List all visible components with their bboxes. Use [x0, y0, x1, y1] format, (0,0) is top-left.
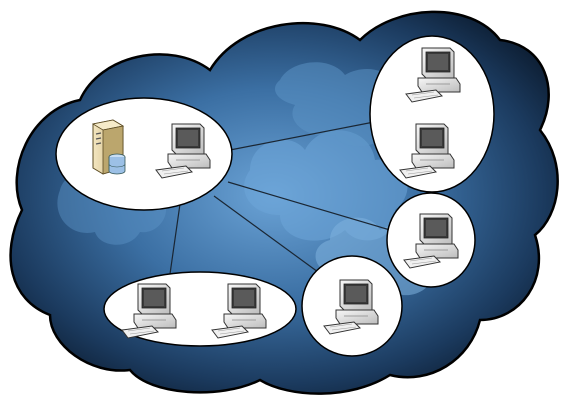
connection-line-group-top-right — [229, 121, 375, 151]
group-bottom-mid[interactable] — [301, 255, 403, 357]
group-mid-right[interactable] — [386, 192, 476, 288]
group-bottom-left[interactable] — [103, 271, 297, 347]
group-server-workstation[interactable] — [55, 97, 233, 211]
connection-line-group-bottom-mid — [213, 195, 319, 273]
connection-line-group-mid-right — [227, 181, 391, 231]
connection-lines — [169, 121, 391, 275]
group-top-right[interactable] — [369, 35, 495, 193]
database-icon — [108, 153, 126, 175]
connection-line-group-bottom-left — [169, 203, 181, 275]
group-bubble — [369, 35, 495, 193]
